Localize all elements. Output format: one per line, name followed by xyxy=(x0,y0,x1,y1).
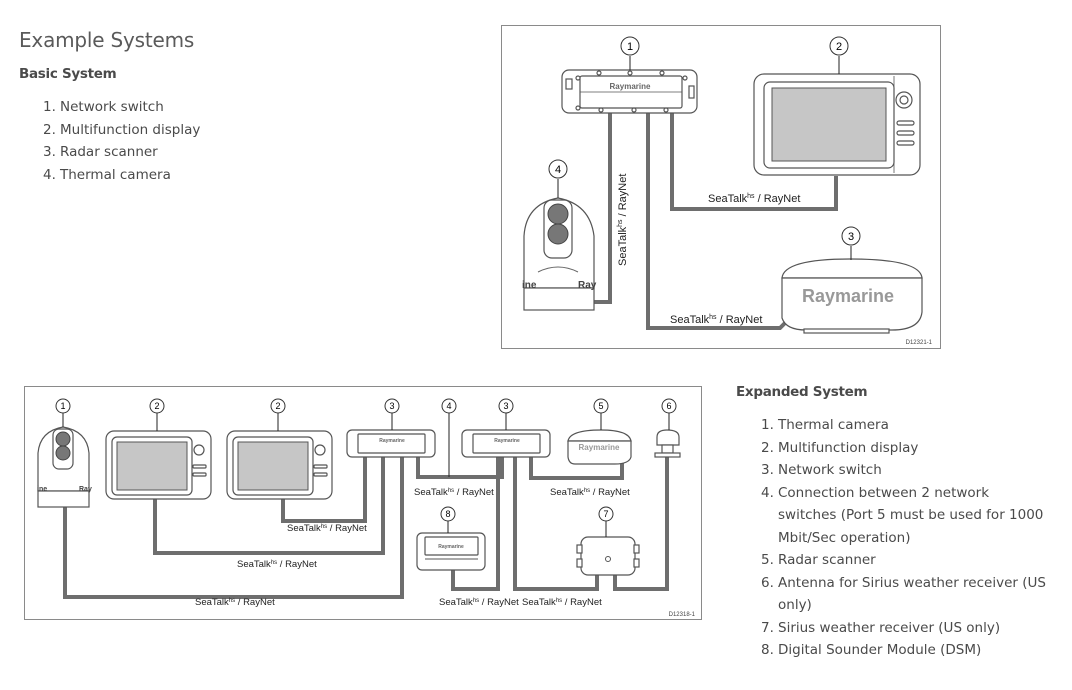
brand-text: Raymarine xyxy=(610,82,651,91)
svg-text:Ray: Ray xyxy=(578,280,597,291)
callout-5: 5 xyxy=(593,398,609,430)
callout-3: 3 xyxy=(841,226,861,260)
svg-text:3: 3 xyxy=(389,401,394,411)
cable-label: SeaTalkhs / RayNet xyxy=(550,487,630,498)
multifunction-display-icon xyxy=(226,430,333,500)
cable-label: SeaTalkhs / RayNet xyxy=(617,174,629,266)
cable-switch-sirius xyxy=(513,455,599,591)
cable-label: SeaTalkhs / RayNet xyxy=(708,193,800,205)
network-switch-icon: Raymarine xyxy=(561,69,698,114)
cable-label: SeaTalkhs / RayNet xyxy=(195,597,275,608)
svg-text:Raymarine: Raymarine xyxy=(438,544,464,550)
cable-label: SeaTalkhs / RayNet xyxy=(670,314,762,326)
svg-text:2: 2 xyxy=(836,41,842,53)
sirius-weather-receiver-icon xyxy=(576,536,640,576)
list-item: 4.Connection between 2 network switches … xyxy=(761,484,1044,546)
svg-text:2: 2 xyxy=(154,401,159,411)
cable-switch-switch xyxy=(416,455,504,479)
cable-label: SeaTalkhs / RayNet xyxy=(522,597,602,608)
list-item: 8.Digital Sounder Module (DSM) xyxy=(761,642,982,658)
callout-7: 7 xyxy=(598,506,614,537)
callout-3: 3 xyxy=(498,398,514,430)
list-item: 1.Thermal camera xyxy=(761,417,889,433)
svg-text:3: 3 xyxy=(848,231,854,243)
svg-text:4: 4 xyxy=(555,164,561,176)
radar-scanner-icon: Raymarine xyxy=(781,258,923,334)
thermal-camera-icon: ine Ray xyxy=(522,197,597,311)
diagram-code: D12321-1 xyxy=(906,340,933,346)
callout-2: 2 xyxy=(829,36,849,74)
thermal-camera-icon: ine Ray xyxy=(37,426,92,508)
callout-1: 1 xyxy=(55,398,71,427)
cable-antenna-sirius xyxy=(613,457,669,591)
svg-text:8: 8 xyxy=(445,509,450,519)
callout-8: 8 xyxy=(440,506,456,533)
basic-system-heading: Basic System xyxy=(19,66,117,82)
page-title: Example Systems xyxy=(19,28,195,52)
list-item: 2.Multifunction display xyxy=(43,121,201,138)
multifunction-display-icon xyxy=(753,73,921,176)
svg-text:6: 6 xyxy=(666,401,671,411)
cable-label: SeaTalkhs / RayNet xyxy=(439,597,519,608)
callout-2: 2 xyxy=(270,398,286,431)
expanded-system-heading: Expanded System xyxy=(736,384,868,400)
basic-system-diagram: Raymarine 1 2 Raymarine 3 xyxy=(501,25,941,349)
svg-text:ine: ine xyxy=(522,280,537,291)
callout-4: 4 xyxy=(441,398,457,477)
svg-text:Raymarine: Raymarine xyxy=(579,443,620,452)
list-item: 6.Antenna for Sirius weather receiver (U… xyxy=(761,574,1046,614)
callout-1: 1 xyxy=(620,36,640,70)
svg-text:1: 1 xyxy=(627,41,633,53)
callout-2: 2 xyxy=(149,398,165,431)
multifunction-display-icon xyxy=(105,430,212,500)
basic-system-list: 1.Network switch 2.Multifunction display… xyxy=(43,96,243,186)
svg-text:Raymarine: Raymarine xyxy=(379,438,405,444)
cable-switch-dsm xyxy=(451,455,500,591)
cable-mfd2-switch xyxy=(281,455,367,523)
list-item: 4.Thermal camera xyxy=(43,166,171,183)
cable-label: SeaTalkhs / RayNet xyxy=(287,523,367,534)
svg-text:3: 3 xyxy=(503,401,508,411)
cable-camera-switch xyxy=(63,455,404,599)
expanded-system-diagram: ine Ray 1 2 2 Raymarine 3 xyxy=(24,386,702,620)
list-item: 2.Multifunction display xyxy=(761,439,919,456)
cable-label: SeaTalkhs / RayNet xyxy=(414,487,494,498)
svg-text:4: 4 xyxy=(446,401,451,411)
digital-sounder-module-icon: Raymarine xyxy=(416,532,486,571)
radar-brand-text: Raymarine xyxy=(802,286,894,306)
svg-text:5: 5 xyxy=(598,401,603,411)
callout-3: 3 xyxy=(384,398,400,430)
svg-text:2: 2 xyxy=(275,401,280,411)
network-switch-icon: Raymarine xyxy=(461,429,551,458)
sirius-antenna-icon xyxy=(654,429,681,458)
svg-text:1: 1 xyxy=(60,401,65,411)
cable-label: SeaTalkhs / RayNet xyxy=(237,559,317,570)
list-item: 7.Sirius weather receiver (US only) xyxy=(761,619,1001,636)
svg-text:7: 7 xyxy=(603,509,608,519)
list-item: 1.Network switch xyxy=(43,99,164,115)
svg-text:Ray: Ray xyxy=(79,486,92,493)
network-switch-icon: Raymarine xyxy=(346,429,436,458)
radar-scanner-icon: Raymarine xyxy=(567,429,632,465)
diagram-code: D12318-1 xyxy=(669,612,696,618)
svg-text:ine: ine xyxy=(37,486,47,493)
list-item: 3.Network switch xyxy=(761,462,882,478)
callout-6: 6 xyxy=(661,398,677,430)
expanded-system-list: 1.Thermal camera 2.Multifunction display… xyxy=(761,414,1051,662)
callout-4: 4 xyxy=(548,159,568,198)
cable-switch-radar xyxy=(529,455,624,480)
cable-switch-mfd xyxy=(670,112,838,211)
list-item: 3.Radar scanner xyxy=(43,144,158,160)
list-item: 5.Radar scanner xyxy=(761,552,876,568)
cable-mfd1-switch xyxy=(153,455,385,555)
svg-text:Raymarine: Raymarine xyxy=(494,438,520,444)
